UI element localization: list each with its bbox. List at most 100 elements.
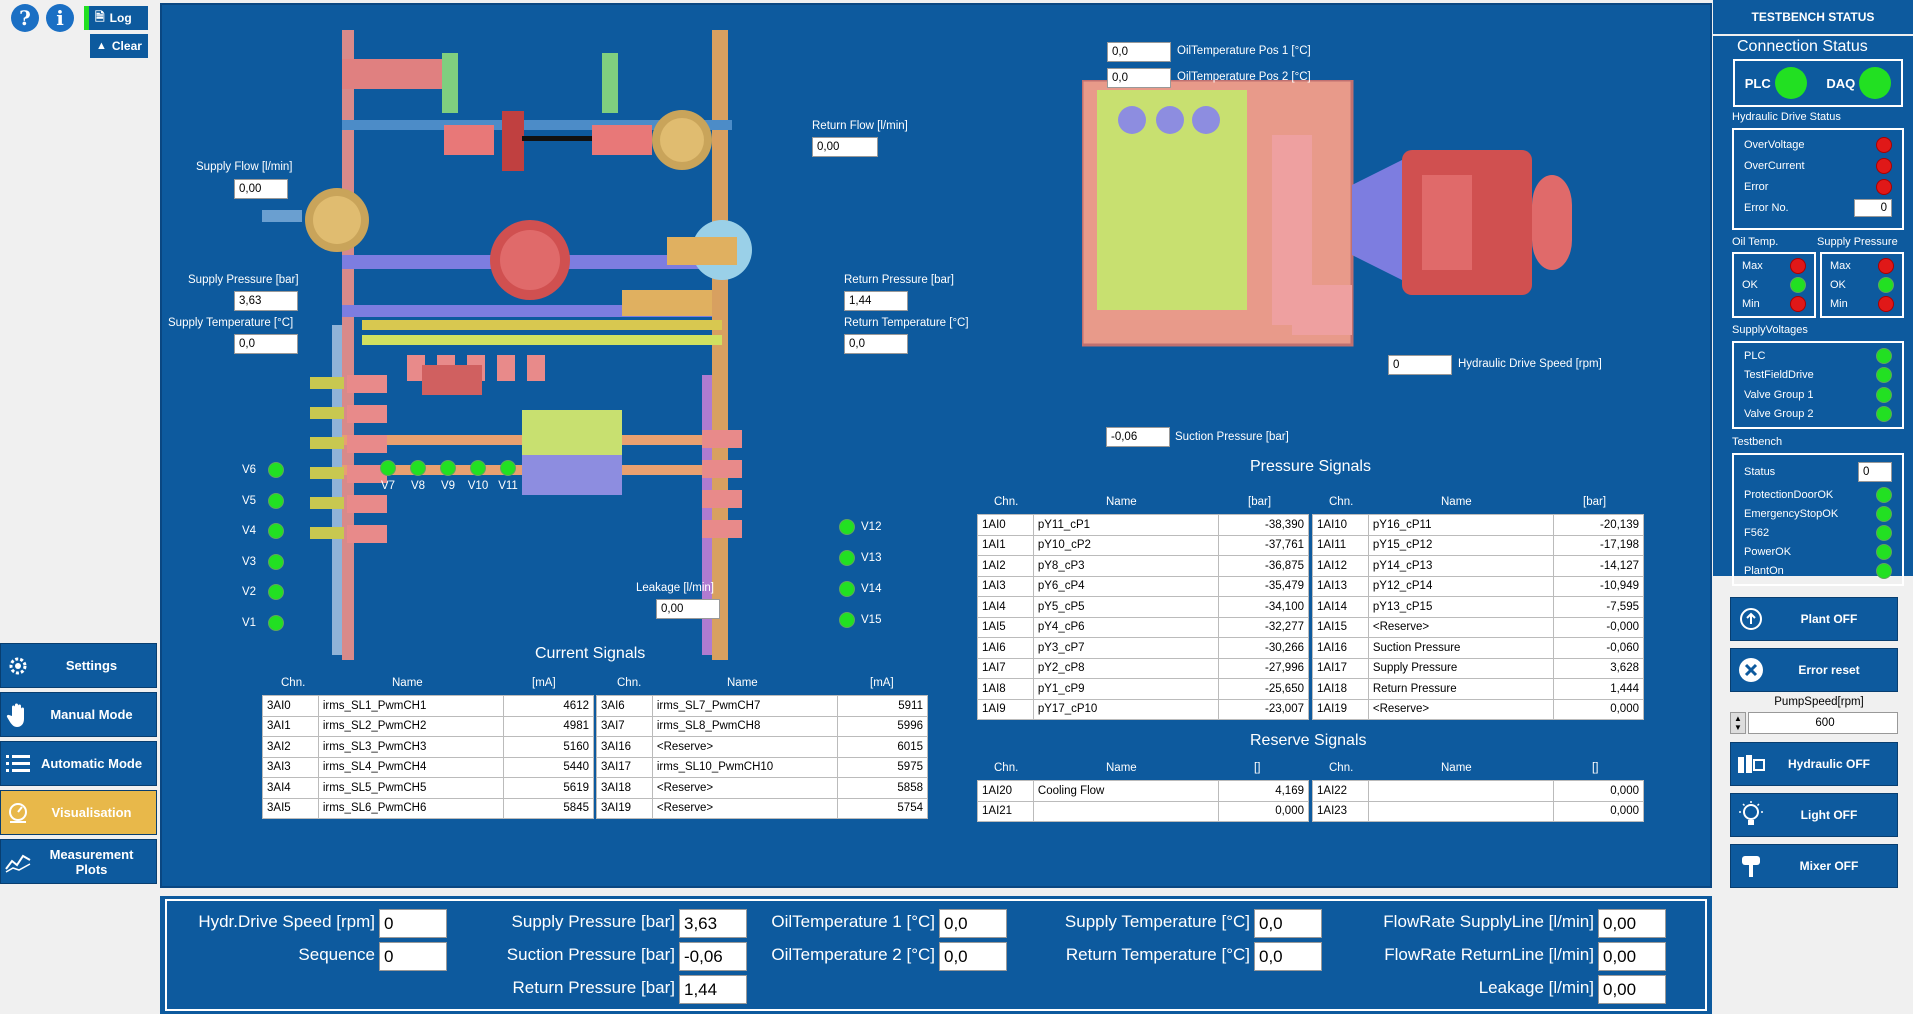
nav-settings[interactable]: Settings (0, 643, 157, 688)
name-cell: irms_SL4_PwmCH4 (317, 756, 505, 778)
value-cell: -35,479 (1218, 575, 1309, 597)
name-cell: Suction Pressure (1367, 637, 1555, 659)
valve-status-dot (500, 460, 516, 476)
return-flow-value: 0,00 (812, 137, 878, 157)
plant-off-button[interactable]: Plant OFF (1730, 597, 1898, 641)
table-row: 3AI16<Reserve>6015 (596, 736, 928, 758)
name-cell: pY3_cP7 (1032, 637, 1220, 659)
name-cell (1367, 780, 1555, 802)
nav-visualisation[interactable]: Visualisation (0, 790, 157, 835)
valve-indicator: V4 (242, 516, 292, 547)
error-no-value: 0 (1854, 198, 1892, 217)
valve-status-dot (268, 492, 284, 509)
name-cell: irms_SL7_PwmCH7 (651, 695, 839, 717)
col-header: [bar] (1583, 496, 1607, 508)
chevron-down-icon[interactable]: ▼ (1734, 723, 1742, 732)
bottom-oil-temp-1-value: 0,0 (939, 909, 1007, 938)
supply-pressure-status-title: Supply Pressure (1817, 236, 1898, 248)
voltage-testfield-indicator (1876, 367, 1892, 384)
voltage-plc-indicator (1876, 347, 1892, 364)
connection-status-title: Connection Status (1737, 38, 1868, 55)
bottom-return-temp-value: 0,0 (1254, 942, 1322, 971)
supply-pressure-label: Supply Pressure [bar] (188, 274, 299, 286)
supply-pressure-value: 3,63 (234, 291, 298, 311)
channel-cell: 1AI16 (1312, 637, 1369, 659)
name-cell: pY16_cP11 (1367, 514, 1555, 536)
pressure-min-indicator (1878, 295, 1894, 312)
name-cell (1367, 800, 1555, 822)
channel-cell: 1AI7 (977, 657, 1034, 679)
channel-cell: 1AI18 (1312, 678, 1369, 700)
question-icon[interactable]: ? (11, 4, 39, 32)
channel-cell: 3AI17 (596, 756, 653, 778)
clear-button[interactable]: ▲Clear (90, 34, 148, 58)
name-cell: irms_SL3_PwmCH3 (317, 736, 505, 758)
name-cell: pY1_cP9 (1032, 678, 1220, 700)
valve-indicator: V8 (410, 460, 426, 492)
channel-cell: 1AI5 (977, 616, 1034, 638)
leakage-label: Leakage [l/min] (636, 582, 714, 594)
hyd-drive-box: OverVoltage OverCurrent Error Error No.0 (1732, 128, 1904, 230)
info-icon[interactable]: i (46, 4, 74, 32)
chevron-up-icon[interactable]: ▲ (1734, 714, 1742, 723)
value-cell: -0,060 (1553, 637, 1644, 659)
plc-label: PLC (1744, 75, 1771, 91)
name-cell: pY5_cP5 (1032, 596, 1220, 618)
name-cell: <Reserve> (651, 777, 839, 799)
chart-icon (1, 851, 35, 873)
value-cell: -7,595 (1553, 596, 1644, 618)
pump-speed-stepper[interactable]: ▲▼ (1730, 712, 1746, 734)
nav-automatic-mode[interactable]: Automatic Mode (0, 741, 157, 786)
valve-status-dot (268, 614, 284, 631)
bottom-suction-pressure-value: -0,06 (679, 942, 747, 971)
hydraulic-off-button[interactable]: Hydraulic OFF (1730, 742, 1898, 786)
voltage-valve1-indicator (1876, 386, 1892, 403)
error-reset-button[interactable]: Error reset (1730, 648, 1898, 692)
value-cell: 0,000 (1553, 800, 1644, 822)
valves-left: V6 V5 V4 V3 V2 V1 (242, 455, 292, 638)
mixer-icon (1731, 853, 1771, 879)
bottom-oil-temp-2-label: OilTemperature 2 [°C] (771, 945, 935, 964)
col-header: Name (1441, 496, 1472, 508)
tank-pump-drawing (1082, 80, 1572, 347)
channel-cell: 3AI6 (596, 695, 653, 717)
valve-status-dot (268, 553, 284, 570)
daq-label: DAQ (1826, 75, 1856, 91)
pump-speed-input[interactable]: 600 (1748, 712, 1898, 734)
channel-cell: 3AI3 (262, 756, 319, 778)
value-cell: -20,139 (1553, 514, 1644, 536)
col-header: Name (1106, 496, 1137, 508)
oil-temp-min-indicator (1790, 295, 1806, 312)
nav-measurement-plots[interactable]: Measurement Plots (0, 839, 157, 884)
value-cell: -17,198 (1553, 534, 1644, 556)
mixer-off-button[interactable]: Mixer OFF (1730, 844, 1898, 888)
power-icon (1731, 607, 1771, 631)
log-button[interactable]: 🗎Log (84, 6, 148, 30)
channel-cell: 1AI15 (1312, 616, 1369, 638)
nav-manual-mode[interactable]: Manual Mode (0, 692, 157, 737)
light-off-button[interactable]: Light OFF (1730, 793, 1898, 837)
channel-cell: 1AI9 (977, 698, 1034, 720)
value-cell: 5754 (837, 797, 928, 819)
name-cell: Supply Pressure (1367, 657, 1555, 679)
left-nav: ? i 🗎Log ▲Clear Settings Manual Mode Aut… (0, 0, 159, 1014)
oil-temp-ok-indicator (1790, 276, 1806, 293)
return-temperature-value: 0,0 (844, 334, 908, 354)
channel-cell: 1AI3 (977, 575, 1034, 597)
name-cell: pY17_cP10 (1032, 698, 1220, 720)
oil-temp-1-label: OilTemperature Pos 1 [°C] (1177, 45, 1311, 57)
return-temperature-label: Return Temperature [°C] (844, 317, 969, 329)
f562-indicator (1876, 524, 1892, 541)
table-row: 1AI15<Reserve>-0,000 (1312, 616, 1644, 638)
valve-status-dot (268, 462, 284, 479)
